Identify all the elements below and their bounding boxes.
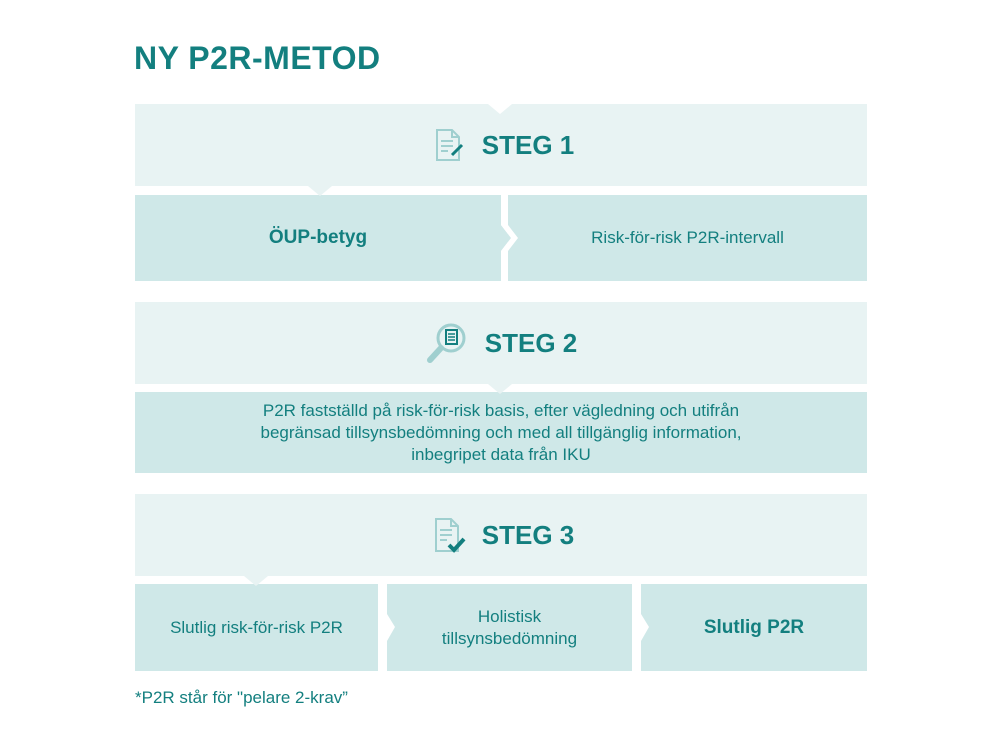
step-3-box-final-risk: Slutlig risk-för-risk P2R xyxy=(135,584,378,671)
step-1-label: STEG 1 xyxy=(481,129,575,160)
step-3-box-holistic: Holistisk tillsynsbedömning xyxy=(387,584,632,671)
step-1-bottom-notch xyxy=(308,186,332,196)
step-2-box-description: P2R fastställd på risk-för-risk basis, e… xyxy=(135,392,867,473)
step-3-box-arrow-1 xyxy=(378,584,395,671)
document-search-icon xyxy=(425,320,471,366)
step-1-header: STEG 1 xyxy=(135,104,867,186)
document-edit-icon xyxy=(428,125,468,165)
step-3-box-3-text: Slutlig P2R xyxy=(703,616,805,638)
step-1-top-notch xyxy=(488,104,512,114)
step-1-box-1-text: ÖUP-betyg xyxy=(268,227,368,248)
document-check-icon xyxy=(428,515,468,555)
step-3-box-final-p2r: Slutlig P2R xyxy=(641,584,867,671)
step-1-box-oup-betyg: ÖUP-betyg xyxy=(135,195,501,281)
step-2-bottom-notch xyxy=(488,384,512,394)
step-3-box-2-text: Holistisk tillsynsbedömning xyxy=(441,606,578,648)
step-2-box-text: P2R fastställd på risk-för-risk basis, e… xyxy=(260,400,742,464)
step-3-box-1-text: Slutlig risk-för-risk P2R xyxy=(170,617,343,637)
step-2-header: STEG 2 xyxy=(135,302,867,384)
page-title: NY P2R-METOD xyxy=(134,40,381,76)
step-3-label: STEG 3 xyxy=(481,519,575,550)
footnote: *P2R står för "pelare 2-krav” xyxy=(135,688,348,707)
step-3-header: STEG 3 xyxy=(135,494,867,576)
step-1-box-arrow xyxy=(498,195,518,281)
step-3-bottom-notch xyxy=(244,576,268,586)
step-3-box-arrow-2 xyxy=(632,584,649,671)
step-2-label: STEG 2 xyxy=(484,327,578,358)
step-1-box-2-text: Risk-för-risk P2R-intervall xyxy=(591,228,784,247)
step-1-box-interval: Risk-för-risk P2R-intervall xyxy=(508,195,867,281)
